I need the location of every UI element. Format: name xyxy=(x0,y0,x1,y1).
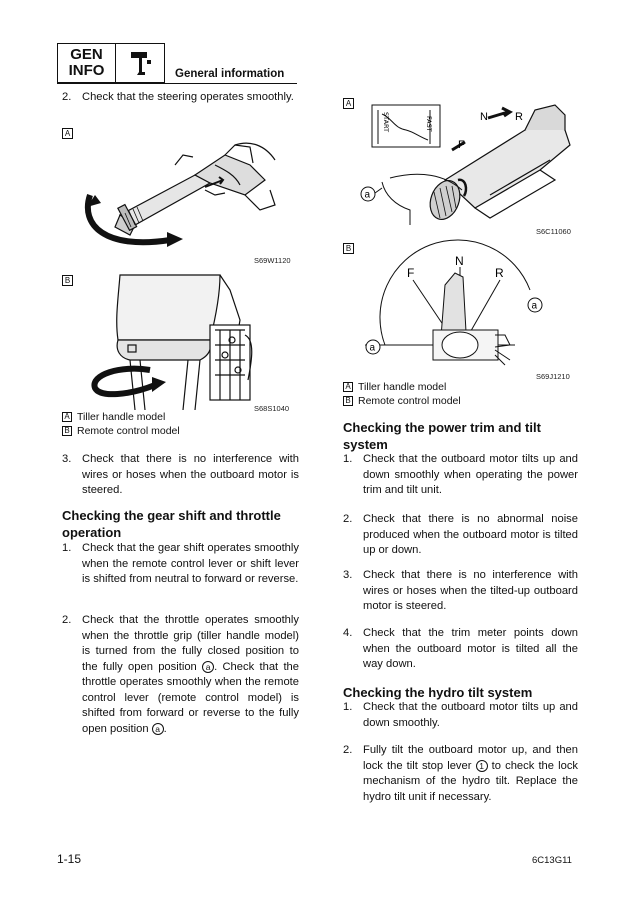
callout-mark: a xyxy=(151,722,164,735)
right-figure-b-label: B xyxy=(343,243,354,254)
left-step-3: 3. Check that there is no interference w… xyxy=(62,452,299,499)
callout-mark-a: a xyxy=(532,301,538,312)
callout-mark: 1 xyxy=(475,759,488,772)
forward-label: F xyxy=(407,266,414,280)
step-number: 4. xyxy=(343,627,353,639)
section-title-hydro: Checking the hydro tilt system xyxy=(343,685,533,700)
legend-label: B xyxy=(62,426,72,437)
section-title-trim: Checking the power trim and tilt system xyxy=(343,419,541,453)
callout-mark-a: a xyxy=(365,190,371,201)
gen-label: GEN xyxy=(70,46,103,63)
forward-label: F xyxy=(458,139,465,151)
step-text: Check that the gear shift operates smoot… xyxy=(82,542,299,585)
document-code: 6C13G11 xyxy=(532,855,572,866)
neutral-label: N xyxy=(455,254,464,268)
legend-label: A xyxy=(343,382,353,393)
hydro-step-2: 2. Fully tilt the outboard motor up, and… xyxy=(343,743,578,805)
figure-b-label: B xyxy=(62,275,73,286)
step-number: 2. xyxy=(343,513,353,525)
trim-step-2: 2. Check that there is no abnormal noise… xyxy=(343,512,578,559)
step-text: Check that there is no interference with… xyxy=(363,569,578,612)
step-text: Check that there is no abnormal noise pr… xyxy=(363,513,578,556)
step-text: Check that there is no interference with… xyxy=(82,453,299,496)
section-title-line: Checking the power trim and tilt xyxy=(343,420,541,435)
tiller-handle-figure xyxy=(84,142,276,247)
right-legend-b: B Remote control model xyxy=(343,394,461,408)
start-label: START xyxy=(382,112,390,132)
step-number: 2. xyxy=(62,614,72,626)
remote-outboard-figure xyxy=(91,274,253,411)
section-title-line: Checking the gear shift and throttle xyxy=(62,508,281,523)
step-text: Check that the outboard motor tilts up a… xyxy=(363,701,578,729)
page-number: 1-15 xyxy=(57,852,82,866)
figure-a-label: A xyxy=(62,128,73,139)
callout-mark: a xyxy=(202,660,215,673)
step-text-c: . xyxy=(163,722,167,735)
step-number: 2. xyxy=(343,744,353,756)
figure-a-code: S69W1120 xyxy=(254,256,291,265)
trim-step-3: 3. Check that there is no interference w… xyxy=(343,568,578,615)
step-text: Fully tilt the outboard motor up, and th… xyxy=(363,743,578,805)
step-text-a: Fully tilt the outboard motor up, and th… xyxy=(363,744,578,772)
header-rule xyxy=(57,83,297,84)
gear-step-2: 2. Check that the throttle operates smoo… xyxy=(62,613,299,737)
page-header-title: General information xyxy=(175,68,285,80)
trim-step-1: 1. Check that the outboard motor tilts u… xyxy=(343,452,578,499)
legend-label: B xyxy=(343,396,353,407)
left-legend-a: A Tiller handle model xyxy=(62,410,165,424)
legend-text: Tiller handle model xyxy=(77,411,166,423)
right-figure-b-code: S69J1210 xyxy=(536,372,570,381)
trim-step-4: 4. Check that the trim meter points down… xyxy=(343,626,578,673)
legend-label: A xyxy=(62,412,72,423)
left-step-2: 2. Check that the steering operates smoo… xyxy=(62,90,299,106)
right-figure-a-label: A xyxy=(343,98,354,109)
step-number: 3. xyxy=(62,453,72,465)
step-text: Check that the trim meter points down wh… xyxy=(363,627,578,670)
step-number: 2. xyxy=(62,91,72,103)
right-figure-a-code: S6C11060 xyxy=(536,227,571,236)
gen-info-label: GEN INFO xyxy=(58,44,116,82)
legend-text: Remote control model xyxy=(358,395,461,407)
step-number: 1. xyxy=(343,453,353,465)
throttle-grip-figure: START FAST N R F a xyxy=(360,104,571,225)
gear-step-1: 1. Check that the gear shift operates sm… xyxy=(62,541,299,588)
neutral-label: N xyxy=(480,111,488,123)
step-text: Check that the steering operates smoothl… xyxy=(82,91,294,103)
step-number: 3. xyxy=(343,569,353,581)
step-number: 1. xyxy=(62,542,72,554)
fast-label: FAST xyxy=(425,116,433,132)
step-text-b: . Check that the throttle operates smoot… xyxy=(82,660,299,735)
step-text: Check that the outboard motor tilts up a… xyxy=(363,453,578,496)
section-title-line: operation xyxy=(62,525,122,540)
section-tab: GEN INFO xyxy=(57,43,165,83)
reverse-label: R xyxy=(495,266,504,280)
info-label: INFO xyxy=(68,62,105,79)
callout-mark-a: a xyxy=(370,343,376,354)
step-text-a: Check that the throttle operates smoothl… xyxy=(82,614,299,673)
left-legend-b: B Remote control model xyxy=(62,424,180,438)
step-number: 1. xyxy=(343,701,353,713)
figure-b-code: S68S1040 xyxy=(254,404,290,413)
remote-lever-figure: a a N F R xyxy=(365,239,543,366)
legend-text: Tiller handle model xyxy=(358,381,447,393)
reverse-label: R xyxy=(515,111,523,123)
step-text: Check that the throttle operates smoothl… xyxy=(82,613,299,737)
step-text-b: to check the lock mechanism of the hydro… xyxy=(363,759,579,803)
right-legend-a: A Tiller handle model xyxy=(343,380,446,394)
section-title-line: system xyxy=(343,437,388,452)
outboard-motor-icon xyxy=(116,44,164,82)
legend-text: Remote control model xyxy=(77,425,180,437)
section-title-gear: Checking the gear shift and throttle ope… xyxy=(62,507,281,541)
hydro-step-1: 1. Check that the outboard motor tilts u… xyxy=(343,700,578,731)
